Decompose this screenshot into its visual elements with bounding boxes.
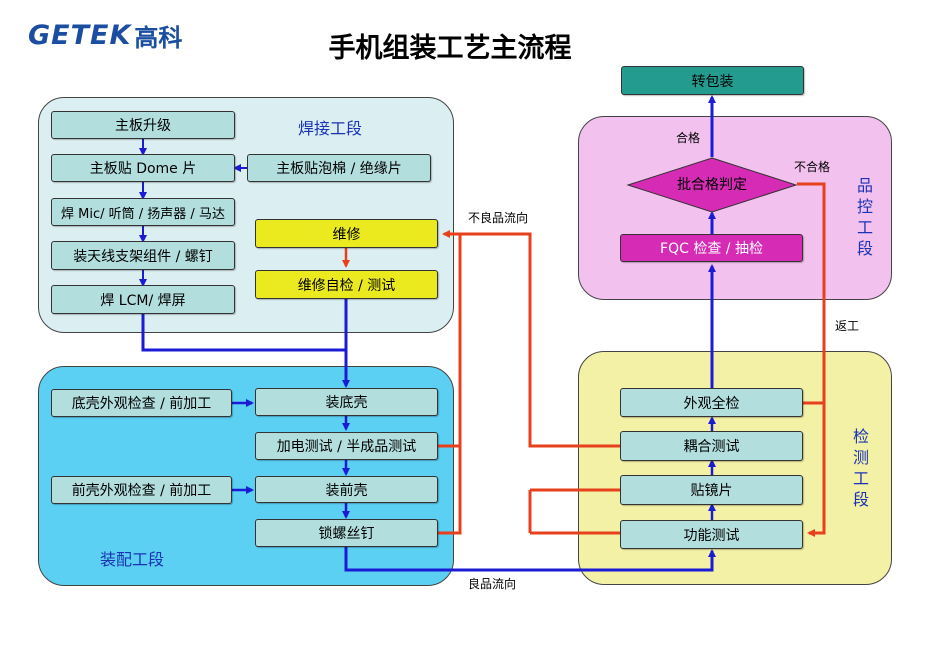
assembly-section-label: 装配工段 (100, 550, 165, 569)
box-function-test: 功能测试 (620, 520, 803, 549)
note-good-flow: 良品流向 (468, 577, 517, 591)
box-board-upgrade: 主板升级 (51, 111, 235, 139)
note-defect-flow: 不良品流向 (468, 211, 529, 225)
box-coupling-test: 耦合测试 (620, 431, 803, 461)
box-packaging: 转包装 (621, 66, 804, 95)
line-screw-defect (438, 446, 462, 535)
note-fail: 不合格 (794, 160, 831, 174)
note-pass: 合格 (676, 131, 701, 145)
box-bottom-shell-check: 底壳外观检查 / 前加工 (51, 389, 232, 417)
box-weld-mic: 焊 Mic/ 听筒 / 扬声器 / 马达 (51, 198, 235, 226)
box-appearance-check: 外观全检 (620, 388, 803, 417)
line-coupling-defect (460, 232, 620, 448)
company-logo: GETEK 高科 (28, 18, 182, 52)
box-board-foam: 主板贴泡棉 / 绝缘片 (247, 154, 431, 182)
box-fqc: FQC 检查 / 抽检 (620, 234, 803, 262)
note-rework: 返工 (835, 319, 860, 333)
arrow-rework (797, 182, 826, 537)
logo-text-en: GETEK (28, 19, 132, 51)
arrow-lcm-to-bottom-shell (141, 314, 350, 388)
page-title: 手机组装工艺主流程 (328, 33, 572, 64)
box-repair: 维修 (255, 219, 438, 248)
arrow-good-flow (344, 547, 716, 572)
judge-diamond (626, 157, 798, 213)
box-install-bottom: 装底壳 (255, 388, 438, 416)
box-lock-screw: 锁螺丝钉 (255, 519, 438, 547)
box-lens: 贴镜片 (620, 475, 803, 505)
welding-section-label: 焊接工段 (298, 119, 363, 138)
box-weld-lcm: 焊 LCM/ 焊屏 (51, 285, 235, 314)
judge-label: 批合格判定 (677, 177, 747, 193)
box-antenna: 装天线支架组件 / 螺钉 (51, 241, 235, 270)
inspection-section-label: 检测工段 (852, 427, 869, 509)
box-repair-test: 维修自检 / 测试 (255, 270, 438, 299)
qc-section-panel (578, 116, 892, 300)
logo-text-cn: 高科 (134, 23, 183, 52)
arrow-power-test-defect (438, 230, 462, 448)
qc-section-label: 品控工段 (856, 176, 873, 258)
box-front-shell-check: 前壳外观检查 / 前加工 (51, 476, 232, 504)
box-board-dome: 主板贴 Dome 片 (51, 154, 235, 182)
box-install-front: 装前壳 (255, 476, 438, 503)
box-power-test: 加电测试 / 半成品测试 (255, 432, 438, 460)
